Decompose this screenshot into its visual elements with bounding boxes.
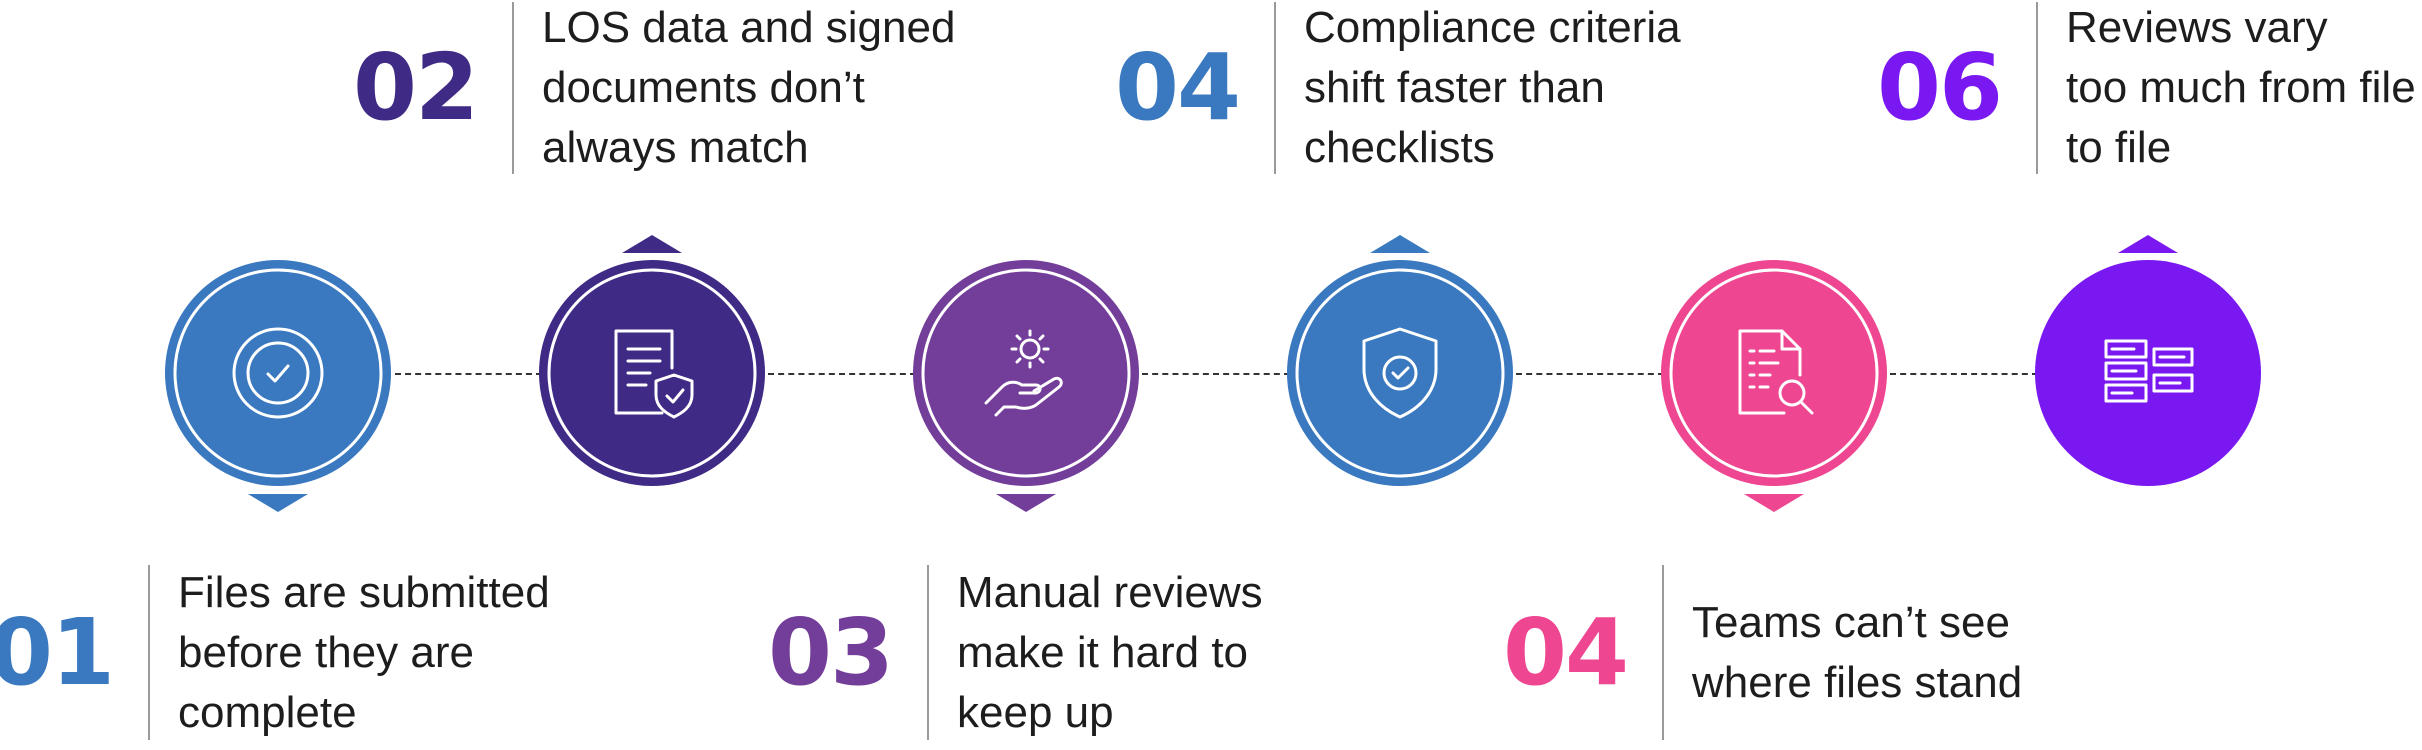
step-5-divider (1662, 565, 1664, 740)
step-3-pointer (996, 494, 1056, 512)
connector-1-2 (395, 373, 542, 375)
step-5-line-1: Teams can’t see (1692, 597, 2010, 647)
step-3-line-3: keep up (957, 687, 1114, 737)
form-fields-icon (2104, 339, 2194, 403)
step-2-line-3: always match (542, 122, 809, 172)
step-6-circle (2031, 256, 2265, 490)
connector-4-5 (1516, 373, 1664, 375)
step-6-line-2: too much from file (2066, 62, 2416, 112)
step-6-number: 06 (1876, 33, 2003, 141)
step-2-label: 02 LOS data and signed documents don’t a… (340, 0, 955, 175)
step-5-label: 04 Teams can’t see where files stand (1490, 565, 2022, 740)
step-3-circle (909, 256, 1143, 490)
step-5-number: 04 (1502, 598, 1629, 706)
step-6-label: 06 Reviews vary too much from file to fi… (1864, 0, 2416, 175)
step-1-line-3: complete (178, 687, 357, 737)
step-3-divider (927, 565, 929, 740)
step-2-circle (535, 256, 769, 490)
step-5-text: Teams can’t see where files stand (1692, 593, 2022, 713)
step-2-number: 02 (352, 33, 479, 141)
step-4-divider (1274, 1, 1276, 174)
step-6-line-3: to file (2066, 122, 2172, 172)
step-1-text: Files are submitted before they are comp… (178, 563, 550, 743)
shield-check-icon (1362, 327, 1438, 419)
connector-2-3 (768, 373, 916, 375)
step-4-text: Compliance criteria shift faster than ch… (1304, 0, 1681, 178)
step-6-divider (2036, 1, 2038, 174)
step-1-line-1: Files are submitted (178, 567, 550, 617)
connector-5-6 (1890, 373, 2038, 375)
check-circle-icon (232, 327, 324, 419)
step-3-line-1: Manual reviews (957, 567, 1263, 617)
step-6-line-1: Reviews vary (2066, 2, 2328, 52)
step-1-number: 01 (0, 598, 115, 706)
step-4-label: 04 Compliance criteria shift faster than… (1102, 0, 1681, 175)
step-4-line-1: Compliance criteria (1304, 2, 1681, 52)
step-3-label: 03 Manual reviews make it hard to keep u… (755, 565, 1263, 740)
step-2-divider (512, 1, 514, 174)
step-5-line-2: where files stand (1692, 657, 2023, 707)
step-1-pointer (248, 494, 308, 512)
step-1-label: 01 Files are submitted before they are c… (0, 565, 550, 740)
step-4-number: 04 (1114, 33, 1241, 141)
step-2-line-2: documents don’t (542, 62, 865, 112)
step-2-line-1: LOS data and signed (542, 2, 956, 52)
step-1-circle (161, 256, 395, 490)
connector-3-4 (1142, 373, 1290, 375)
step-1-divider (148, 565, 150, 740)
step-4-circle (1283, 256, 1517, 490)
step-1-line-2: before they are (178, 627, 474, 677)
step-3-text: Manual reviews make it hard to keep up (957, 563, 1263, 743)
document-search-icon (1738, 329, 1814, 415)
gear-hand-icon (984, 329, 1063, 417)
step-3-line-2: make it hard to (957, 627, 1249, 677)
step-3-number: 03 (767, 598, 894, 706)
step-2-text: LOS data and signed documents don’t alwa… (542, 0, 955, 178)
step-6-text: Reviews vary too much from file to file (2066, 0, 2416, 178)
step-2-pointer (622, 235, 682, 253)
step-4-line-2: shift faster than (1304, 62, 1605, 112)
step-4-pointer (1370, 235, 1430, 253)
step-4-line-3: checklists (1304, 122, 1495, 172)
document-shield-icon (614, 329, 694, 419)
step-6-pointer (2118, 235, 2178, 253)
step-5-pointer (1744, 494, 1804, 512)
step-5-circle (1657, 256, 1891, 490)
